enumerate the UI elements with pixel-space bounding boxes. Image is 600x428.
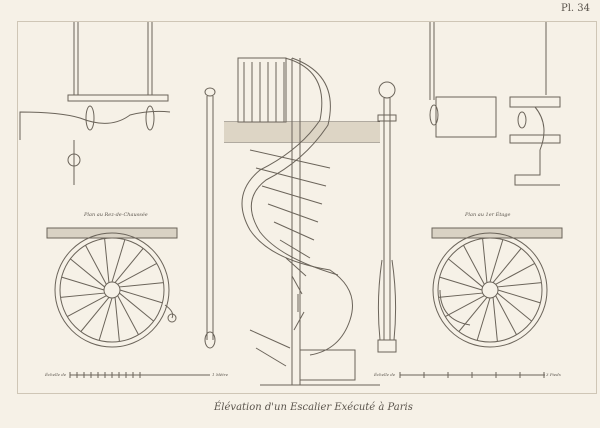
stair-tread-line bbox=[497, 289, 541, 304]
stair-tread-line bbox=[119, 289, 163, 304]
stair-tread-line bbox=[495, 263, 535, 285]
stair-tread-line bbox=[114, 248, 144, 283]
stair-tread-line bbox=[492, 297, 498, 342]
stair-tread-line bbox=[80, 297, 110, 332]
stair-tread-line bbox=[104, 238, 110, 283]
scale-left-label: Échelle de bbox=[45, 372, 67, 377]
stair-tread-line bbox=[463, 245, 485, 285]
railing-diagonal bbox=[249, 329, 291, 349]
detail-ground-newel bbox=[19, 22, 171, 185]
scale-right-end: 3 Pieds bbox=[546, 372, 561, 377]
stair-tread-line bbox=[67, 295, 107, 317]
stair-tread-line bbox=[70, 258, 105, 288]
railing-diagonal bbox=[293, 311, 305, 331]
stair-tread-line bbox=[114, 297, 120, 342]
railing-diagonal bbox=[267, 203, 319, 223]
stair-tread-line bbox=[445, 295, 485, 317]
stair-tread-line bbox=[117, 295, 139, 335]
stair-tread-line bbox=[60, 292, 105, 298]
railing-diagonal bbox=[255, 167, 327, 187]
stair-tread-line bbox=[119, 292, 154, 322]
stair-tread-line bbox=[61, 276, 105, 291]
scale-left-end: 1 Mètre bbox=[212, 372, 229, 377]
newel-post-left bbox=[204, 87, 216, 349]
railing-diagonal bbox=[285, 257, 307, 277]
plan-first-label: Plan au 1er Étage bbox=[465, 212, 511, 218]
stair-tread-line bbox=[489, 239, 504, 283]
plan-first-floor bbox=[431, 227, 563, 348]
spiral-stair-elevation bbox=[224, 57, 380, 386]
railing-diagonal bbox=[249, 149, 331, 169]
plan-ground-floor bbox=[46, 227, 178, 348]
stair-tread-line bbox=[492, 248, 522, 283]
stair-tread-line bbox=[497, 282, 542, 288]
scale-right-label: Échelle de bbox=[374, 372, 396, 377]
plan-ground-label: Plan au Rez-de-Chaussée bbox=[84, 212, 148, 218]
plate-number: Pl. 34 bbox=[560, 3, 590, 14]
stair-tread-line bbox=[439, 276, 483, 291]
stair-tread-line bbox=[482, 238, 488, 283]
stair-tread-line bbox=[98, 297, 113, 341]
plate-title: Élévation d'un Escalier Exécuté à Paris bbox=[214, 402, 413, 413]
stair-tread-line bbox=[458, 297, 488, 332]
stair-tread-line bbox=[495, 295, 517, 335]
stair-tread-line bbox=[111, 239, 126, 283]
stair-tread-line bbox=[438, 292, 483, 298]
stair-tread-line bbox=[448, 258, 483, 288]
railing-diagonal bbox=[273, 221, 315, 241]
stair-tread-line bbox=[117, 263, 157, 285]
stair-tread-line bbox=[85, 245, 107, 285]
railing-diagonal bbox=[279, 239, 311, 259]
stair-tread-line bbox=[497, 292, 532, 322]
scale-bars bbox=[69, 372, 545, 378]
newel-post-right bbox=[377, 81, 397, 353]
detail-first-floor bbox=[429, 22, 561, 186]
stair-tread-line bbox=[119, 282, 164, 288]
plate-border bbox=[17, 21, 597, 394]
railing-diagonal bbox=[255, 347, 287, 367]
stair-tread-line bbox=[476, 297, 491, 341]
